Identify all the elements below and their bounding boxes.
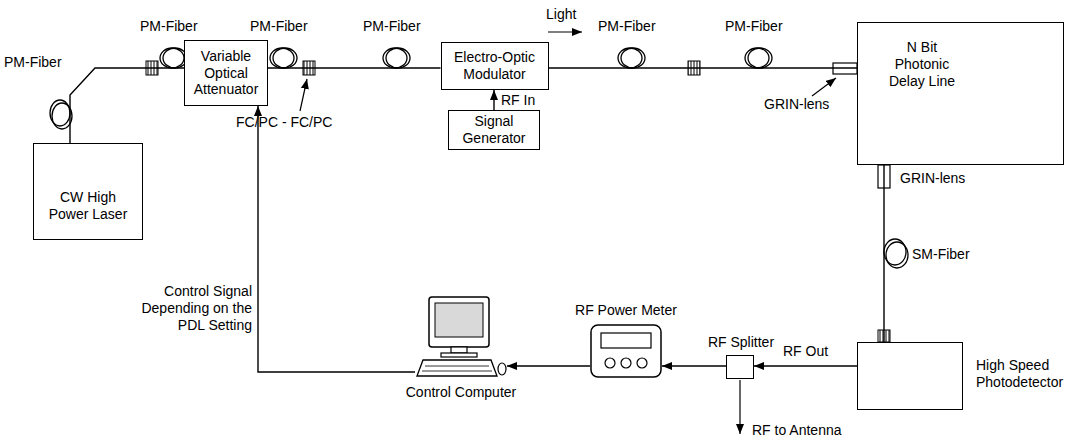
part-label: SM-Fiber [912, 246, 970, 263]
delay-line-box: N Bit Photonic Delay Line [857, 22, 1064, 165]
control-computer: Control Computer [415, 296, 507, 378]
connector [258, 106, 415, 372]
part-label: PM-Fiber [363, 18, 421, 35]
node-label: Variable Optical Attenuator [190, 48, 262, 98]
node-label: Electro-Optic Modulator [447, 49, 543, 83]
leader-lines [300, 32, 836, 434]
modulator-box: Electro-Optic Modulator [441, 42, 549, 90]
node-label: Control Computer [401, 384, 521, 401]
node-label: RF Power Meter [566, 302, 686, 319]
edge-label: RF In [499, 92, 537, 109]
connector [662, 365, 726, 366]
part-label: PM-Fiber [140, 18, 198, 35]
node-label: CW High Power Laser [45, 189, 131, 223]
node-label: RF Splitter [691, 334, 791, 351]
node-label: Signal Generator [454, 113, 534, 147]
computer-icon [415, 296, 507, 378]
connector [883, 165, 884, 342]
connector [493, 90, 494, 110]
connector [549, 67, 858, 68]
connector [507, 365, 590, 366]
part-label: PM-Fiber [250, 18, 308, 35]
part-label: GRIN-lens [900, 170, 965, 187]
connector [70, 68, 184, 143]
node-label: N Bit Photonic Delay Line [880, 39, 964, 89]
laser-box: CW High Power Laser [33, 143, 143, 240]
node-label: High Speed Photodetector [976, 357, 1081, 391]
part-label: PM-Fiber [725, 18, 783, 35]
part-label: PM-Fiber [598, 18, 656, 35]
power-meter: RF Power Meter [590, 324, 662, 378]
part-label: GRIN-lens [764, 96, 829, 113]
splitter-box: RF Splitter [726, 355, 754, 379]
edge-label: Control Signal Depending on the PDL Sett… [118, 283, 254, 333]
signal-generator-box: Signal Generator [448, 110, 540, 150]
connector [268, 67, 441, 68]
meter-icon [590, 324, 662, 378]
part-label: RF to Antenna [752, 422, 842, 439]
attenuator-box: Variable Optical Attenuator [184, 40, 268, 106]
edge-label: RF Out [781, 343, 830, 360]
connector [754, 365, 857, 366]
photodetector-box: High Speed Photodetector [857, 342, 963, 410]
part-label: Light [546, 6, 576, 23]
part-label: PM-Fiber [4, 54, 62, 71]
part-label: FC/PC - FC/PC [236, 114, 332, 131]
fiber-coils [50, 48, 908, 268]
